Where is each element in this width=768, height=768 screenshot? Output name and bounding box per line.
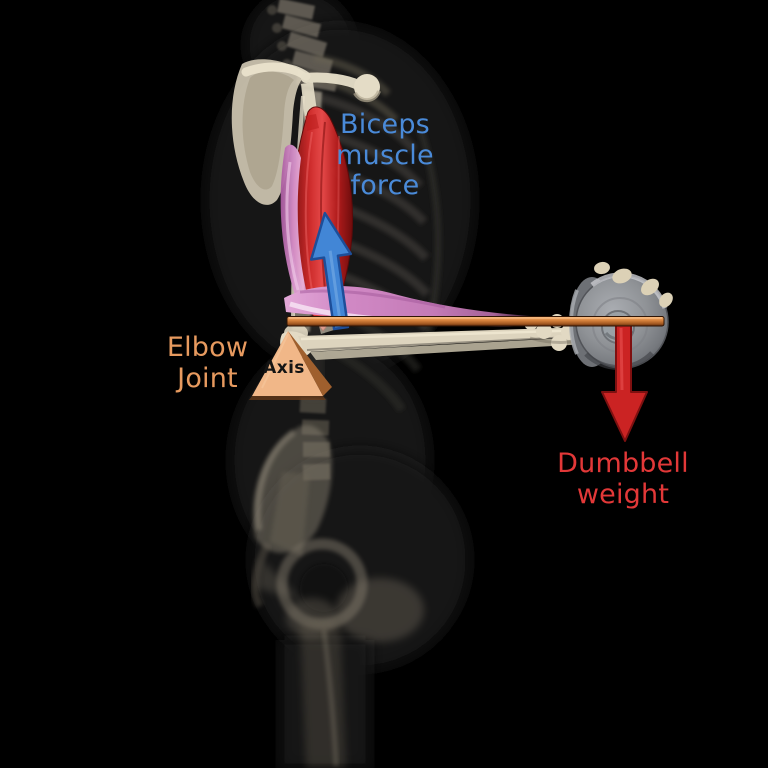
biceps-force-arrow <box>309 211 353 331</box>
axis-pyramid <box>249 331 332 400</box>
down-arrow-icon <box>601 323 648 442</box>
biceps-force-label: Biceps muscle force <box>336 109 434 201</box>
pyramid-side-face <box>288 331 332 396</box>
elbow-joint-label: Elbow Joint <box>166 332 249 394</box>
radius <box>310 336 604 360</box>
up-arrow-icon <box>309 211 353 331</box>
pyramid-front-face <box>252 331 323 396</box>
axis-label: Axis <box>263 358 305 378</box>
dumbbell-weight-arrow <box>601 323 648 442</box>
lever-arm-line <box>286 316 665 327</box>
clavicle-knob <box>354 74 380 100</box>
dumbbell-weight-label: Dumbbell weight <box>557 448 689 510</box>
shoulder-bones <box>231 59 381 205</box>
finger-bones <box>594 261 673 308</box>
pelvis-and-femur <box>251 397 424 768</box>
